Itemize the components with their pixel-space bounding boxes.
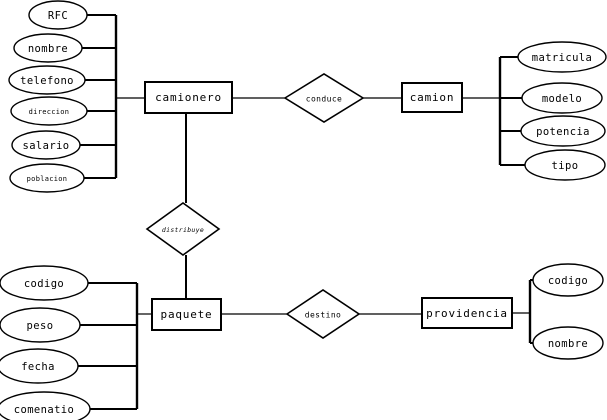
connector-lines — [76, 14, 538, 410]
entity-label: camion — [410, 91, 455, 104]
attribute-label: nombre — [548, 338, 588, 350]
attribute-ellipse[interactable] — [9, 163, 85, 193]
attribute-label: RFC — [48, 10, 68, 22]
relationship-label: distribuye — [162, 226, 204, 234]
entity-label: providencia — [426, 307, 508, 320]
entity-box[interactable] — [401, 82, 463, 113]
relationship-label: conduce — [306, 95, 343, 104]
entity-box[interactable] — [421, 297, 513, 329]
attribute-ellipse[interactable] — [532, 263, 604, 297]
attribute-potencia[interactable]: potencia — [520, 115, 606, 147]
attribute-label: nombre — [28, 43, 68, 55]
attribute-comenatio[interactable]: comenatio — [0, 391, 91, 420]
attribute-codigo-paquete[interactable]: codigo — [0, 265, 89, 301]
attribute-tipo[interactable]: tipo — [524, 149, 606, 181]
attribute-fecha[interactable]: fecha — [0, 348, 79, 384]
relationship-nodes: conduce distribuye destino — [145, 73, 365, 339]
entity-camionero[interactable]: camionero — [144, 81, 233, 114]
entity-box[interactable] — [144, 81, 233, 114]
attribute-label: modelo — [542, 93, 582, 105]
attribute-label: potencia — [536, 126, 590, 138]
attribute-label: direccion — [29, 108, 70, 116]
entity-providencia[interactable]: providencia — [421, 297, 513, 329]
relationship-destino[interactable]: destino — [285, 289, 361, 339]
attribute-ellipse[interactable] — [524, 149, 606, 181]
attribute-label: matricula — [532, 52, 593, 64]
attribute-codigo-providencia[interactable]: codigo — [532, 263, 604, 297]
relationship-conduce[interactable]: conduce — [283, 73, 365, 123]
entity-nodes: camionero camion paquete providencia — [144, 81, 513, 331]
attribute-label: comenatio — [14, 404, 75, 416]
entity-paquete[interactable]: paquete — [151, 298, 222, 331]
relationship-distribuye[interactable]: distribuye — [145, 202, 221, 256]
attribute-label: codigo — [548, 275, 588, 287]
relationship-diamond[interactable] — [145, 202, 221, 256]
entity-label: paquete — [161, 308, 213, 321]
attribute-ellipse[interactable] — [0, 391, 91, 420]
attribute-telefono[interactable]: telefono — [8, 65, 86, 95]
relationship-diamond[interactable] — [283, 73, 365, 123]
attribute-ellipse[interactable] — [520, 115, 606, 147]
attribute-label: salario — [22, 140, 69, 152]
attribute-ellipse[interactable] — [521, 82, 603, 114]
entity-box[interactable] — [151, 298, 222, 331]
attribute-ellipse[interactable] — [13, 33, 83, 63]
attribute-poblacion[interactable]: poblacion — [9, 163, 85, 193]
attribute-ellipse[interactable] — [28, 0, 88, 30]
attribute-label: fecha — [21, 361, 55, 373]
attribute-label: peso — [27, 320, 54, 332]
relationship-diamond[interactable] — [285, 289, 361, 339]
attribute-ellipse[interactable] — [8, 65, 86, 95]
attribute-ellipse[interactable] — [532, 326, 604, 360]
attribute-ellipse[interactable] — [0, 265, 89, 301]
attribute-ellipse[interactable] — [0, 348, 79, 384]
attribute-label: telefono — [20, 75, 74, 87]
attribute-label: codigo — [24, 278, 64, 290]
attribute-label: poblacion — [27, 175, 68, 183]
attribute-direccion[interactable]: direccion — [10, 96, 88, 126]
relationship-label: destino — [305, 311, 342, 320]
attribute-modelo[interactable]: modelo — [521, 82, 603, 114]
attribute-ellipse[interactable] — [0, 307, 81, 343]
attribute-ellipse[interactable] — [11, 130, 81, 160]
attribute-nombre-providencia[interactable]: nombre — [532, 326, 604, 360]
attribute-matricula[interactable]: matricula — [517, 41, 607, 73]
attribute-ellipse[interactable] — [517, 41, 607, 73]
attribute-salario[interactable]: salario — [11, 130, 81, 160]
entity-camion[interactable]: camion — [401, 82, 463, 113]
attribute-nombre-camionero[interactable]: nombre — [13, 33, 83, 63]
attribute-ellipse[interactable] — [10, 96, 88, 126]
attribute-rfc[interactable]: RFC — [28, 0, 88, 30]
entity-label: camionero — [155, 91, 222, 104]
attribute-peso[interactable]: peso — [0, 307, 81, 343]
attribute-label: tipo — [552, 160, 579, 172]
